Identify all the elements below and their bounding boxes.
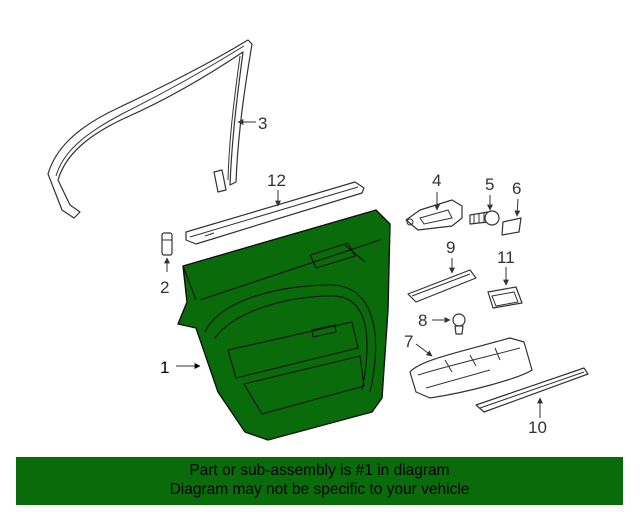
part-12-belt-weatherstrip <box>185 181 365 245</box>
part-2-fastener <box>161 232 173 256</box>
part-11-switch <box>487 286 523 309</box>
callout-3: 3 <box>258 114 267 133</box>
part-4-inside-handle <box>405 199 463 231</box>
callout-7: 7 <box>404 332 413 351</box>
callout-10: 10 <box>528 418 547 437</box>
callout-6: 6 <box>512 179 521 198</box>
callout-12: 12 <box>267 171 286 190</box>
callout-4: 4 <box>432 171 441 190</box>
part-5-screw <box>469 210 500 226</box>
part-10-lower-molding <box>475 367 589 413</box>
callout-5: 5 <box>485 175 494 194</box>
callout-8: 8 <box>418 311 427 330</box>
part-1-door-trim-panel <box>177 209 391 441</box>
callout-9: 9 <box>446 238 455 257</box>
part-7-armrest <box>409 337 533 399</box>
callout-1: 1 <box>160 358 169 377</box>
parts-diagram: 1 2 3 4 5 6 7 8 9 10 11 12 <box>47 39 589 441</box>
banner-line-2: Diagram may not be specific to your vehi… <box>169 481 470 498</box>
callout-2: 2 <box>160 278 169 297</box>
part-3-door-frame-molding <box>47 39 253 219</box>
info-banner: Part or sub-assembly is #1 in diagram Di… <box>16 457 623 505</box>
part-9-trim-bezel <box>407 269 477 303</box>
part-6-clip <box>501 217 522 236</box>
part-8-push-pin <box>452 313 466 335</box>
banner-line-1: Part or sub-assembly is #1 in diagram <box>189 462 450 479</box>
callout-11: 11 <box>497 248 515 267</box>
leader-lines <box>164 119 543 418</box>
